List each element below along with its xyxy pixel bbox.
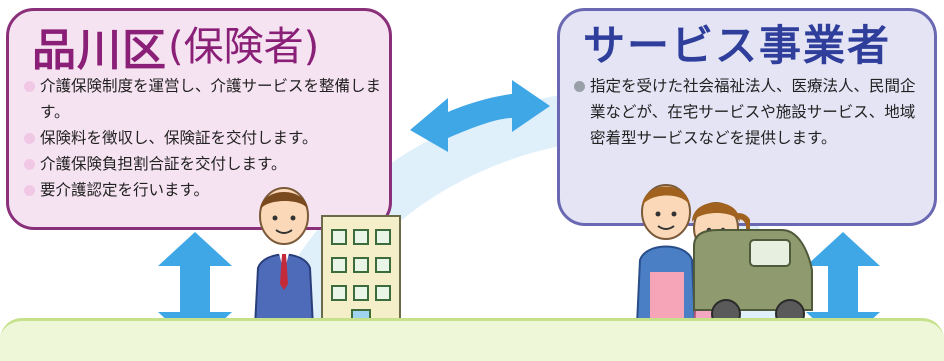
ward-title-sub: (保険者) (168, 24, 320, 70)
list-item: 指定を受けた社会福祉法人、医療法人、民間企業などが、在宅サービスや施設サービス、… (574, 73, 929, 151)
list-item: 要介護認定を行います。 (24, 177, 384, 203)
ward-duties-list: 介護保険制度を運営し、介護サービスを整備します。 保険料を徴収し、保険証を交付し… (24, 73, 384, 203)
provider-box (557, 8, 937, 226)
provider-title: サービス事業者 (583, 21, 892, 70)
double-arrow-vertical-icon (806, 232, 880, 346)
list-item: 介護保険制度を運営し、介護サービスを整備します。 (24, 73, 384, 125)
insured-person-band (0, 318, 944, 361)
ward-title: 品川区 (32, 25, 167, 76)
provider-description-list: 指定を受けた社会福祉法人、医療法人、民間企業などが、在宅サービスや施設サービス、… (574, 73, 929, 151)
list-item: 介護保険負担割合証を交付します。 (24, 151, 384, 177)
double-arrow-vertical-icon (158, 232, 232, 346)
double-arrow-horizontal-icon (410, 80, 550, 152)
van-icon (693, 229, 813, 329)
ward-box (6, 8, 392, 230)
list-item: 保険料を徴収し、保険証を交付します。 (24, 125, 384, 151)
